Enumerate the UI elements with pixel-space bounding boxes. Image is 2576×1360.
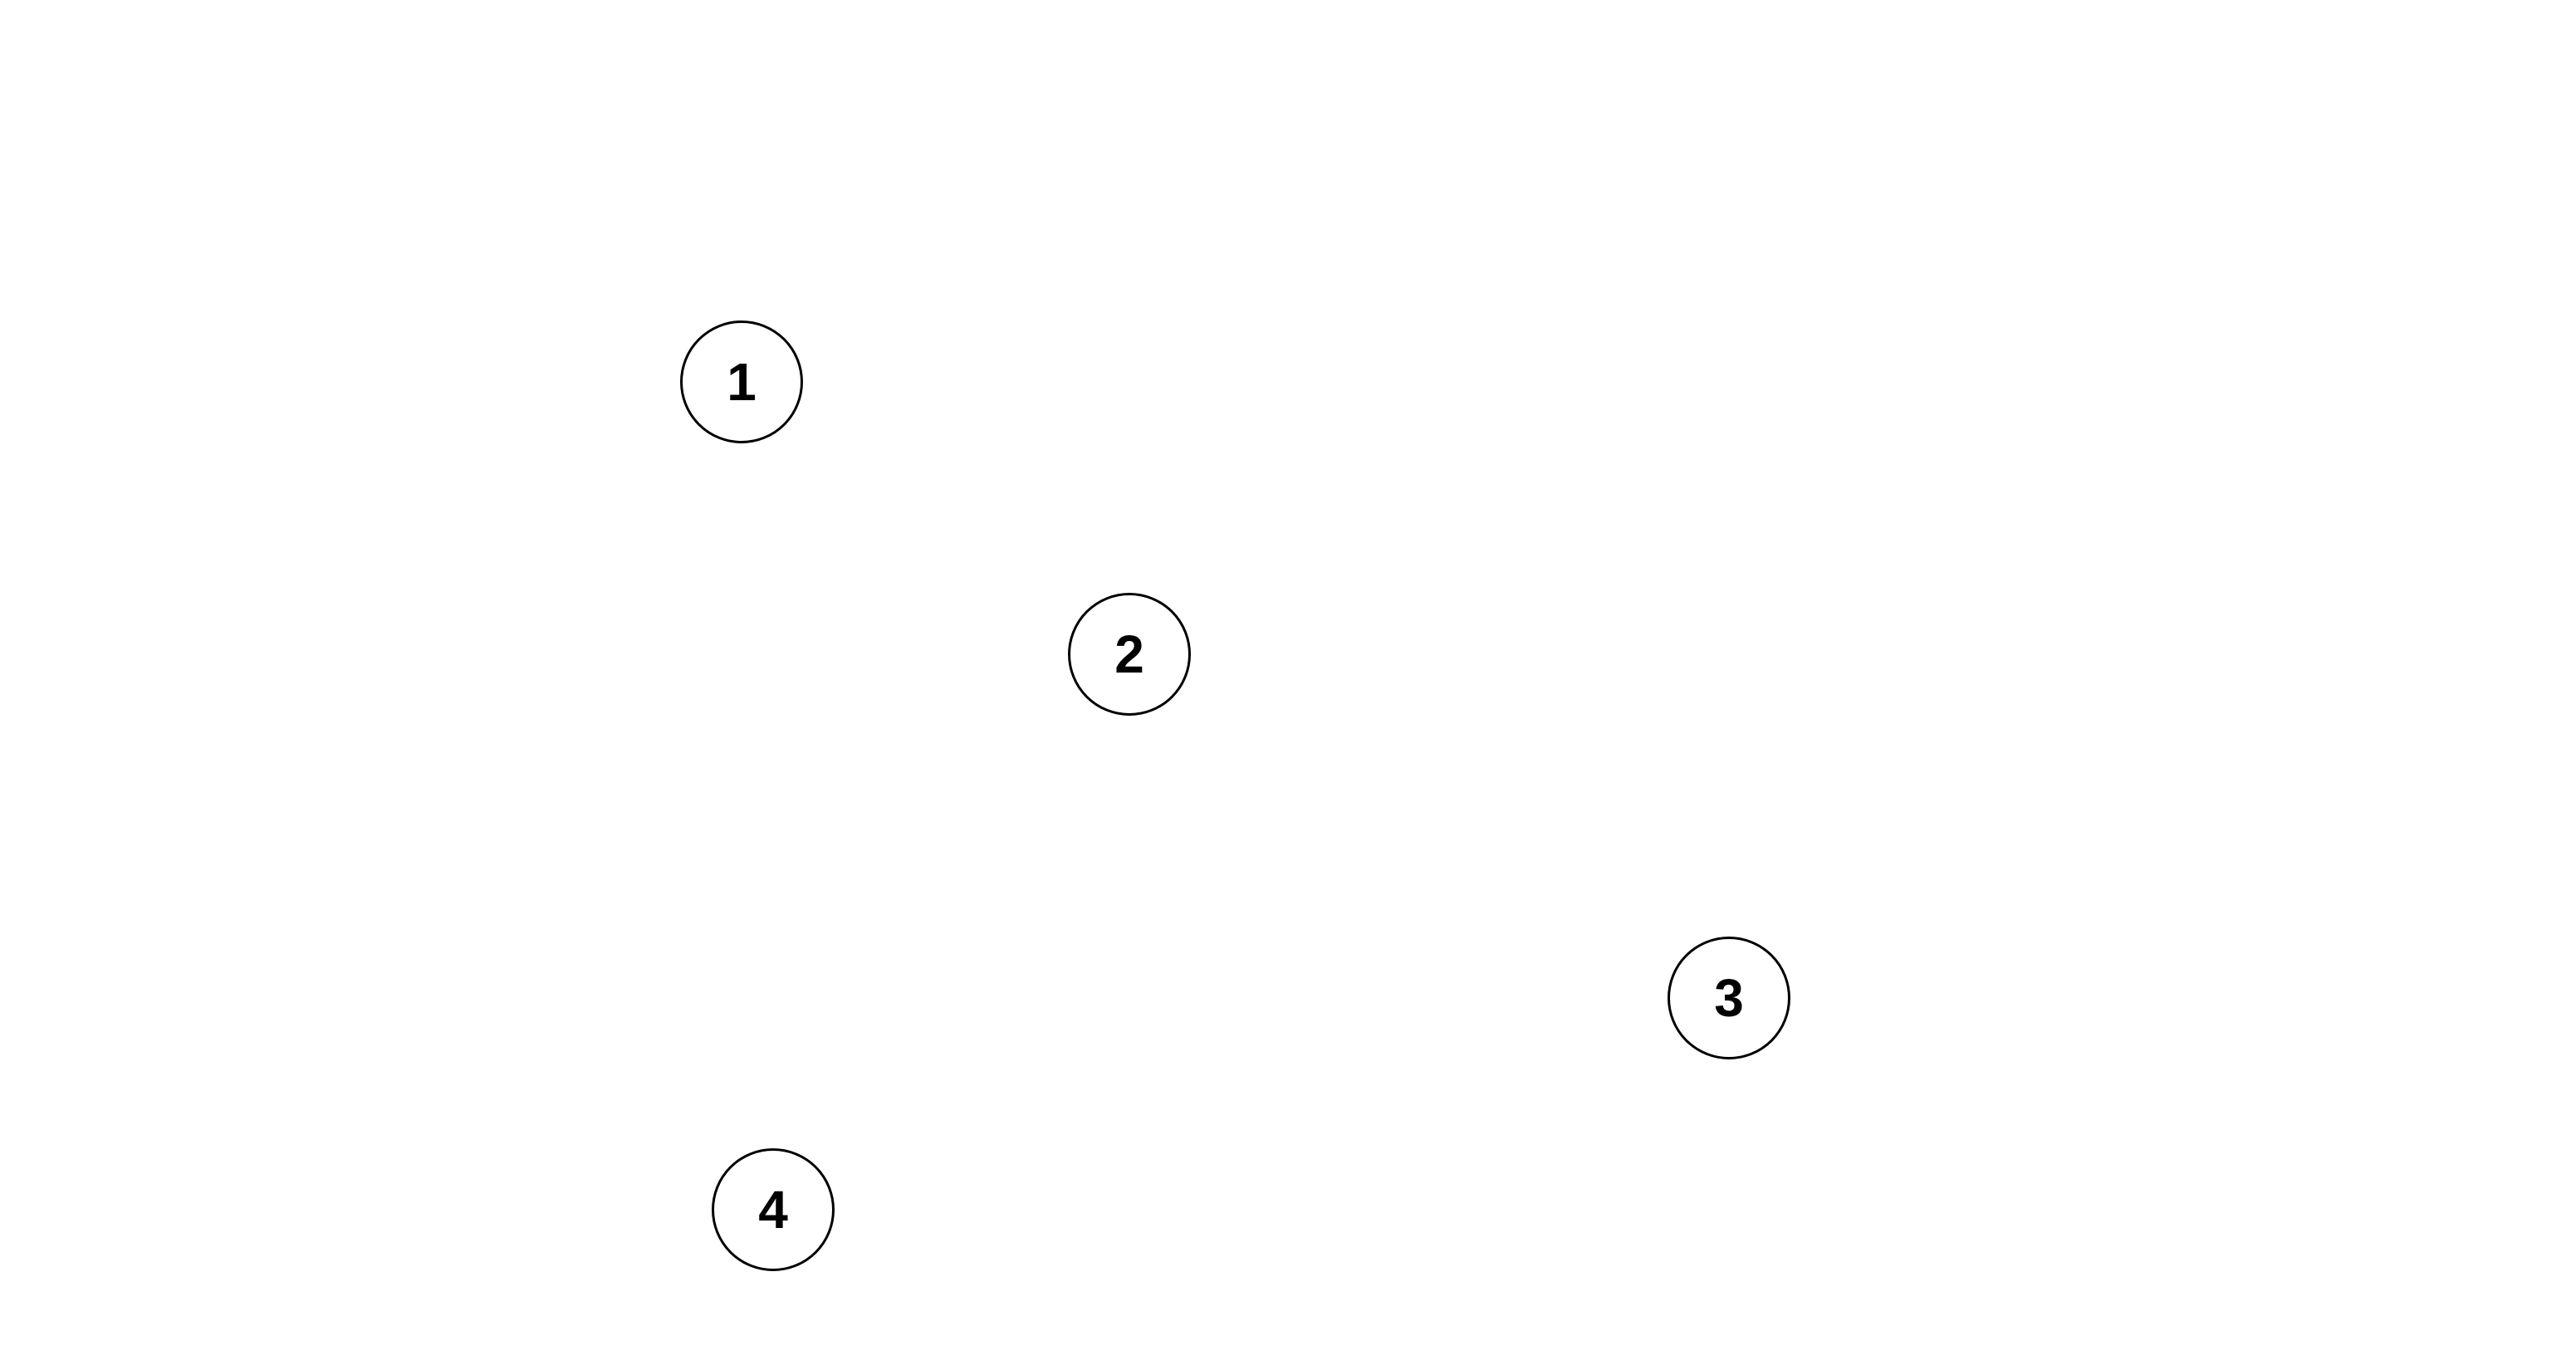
node-4-label: 4 <box>758 1180 788 1240</box>
node-1: 1 <box>680 320 803 443</box>
node-4: 4 <box>712 1148 835 1271</box>
node-3: 3 <box>1668 937 1790 1059</box>
node-1-label: 1 <box>727 352 757 412</box>
node-3-label: 3 <box>1714 968 1744 1028</box>
node-2: 2 <box>1068 593 1191 716</box>
node-2-label: 2 <box>1114 624 1144 684</box>
